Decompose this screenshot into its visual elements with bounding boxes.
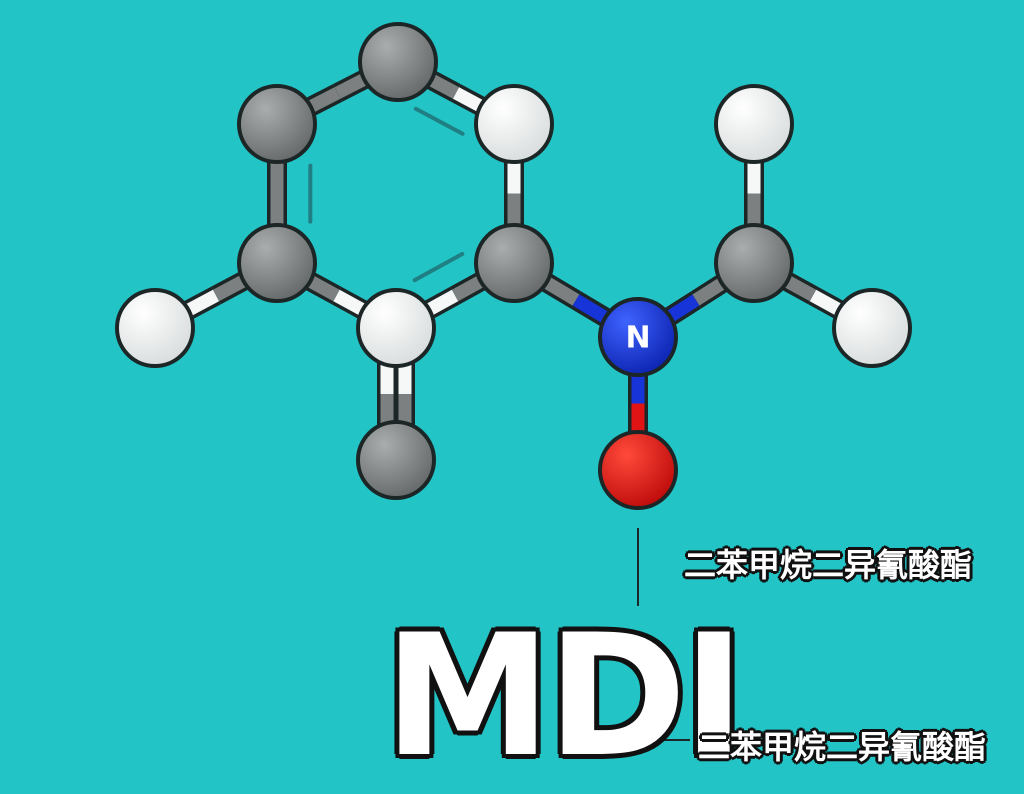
carbon-atom: [237, 84, 317, 164]
atom-sphere: [474, 84, 554, 164]
carbon-atom: [237, 223, 317, 303]
nitrogen-atom: N: [598, 297, 678, 377]
carbon-atom: [714, 223, 794, 303]
carbon-atom: [356, 420, 436, 500]
molecule-diagram: N: [115, 22, 912, 741]
atom-sphere: [356, 288, 436, 368]
ring-inner-line: [412, 251, 465, 283]
hydrogen-atom: [356, 288, 436, 368]
carbon-atom: [358, 22, 438, 102]
title-abbreviation: MDI: [384, 598, 745, 794]
caption-chemical-name-bottom: 二苯甲烷二异氰酸酯: [698, 728, 987, 766]
atom-sphere: [237, 84, 317, 164]
hydrogen-atom: [115, 288, 195, 368]
atom-sphere: [598, 430, 678, 510]
atom-sphere: [356, 420, 436, 500]
atom-sphere: [714, 223, 794, 303]
oxygen-atom: [598, 430, 678, 510]
hydrogen-atom: [832, 288, 912, 368]
atom-sphere: [714, 84, 794, 164]
caption-chemical-name-top: 二苯甲烷二异氰酸酯: [684, 546, 973, 584]
atom-sphere: [358, 22, 438, 102]
ring-inner-line: [413, 106, 465, 136]
carbon-atom: [474, 223, 554, 303]
atom-sphere: [832, 288, 912, 368]
atom-sphere: [237, 223, 317, 303]
atom-sphere: [474, 223, 554, 303]
hydrogen-atom: [714, 84, 794, 164]
aromatic-ring-inner-lines: [308, 106, 465, 283]
atom-sphere: [598, 297, 678, 377]
atom-sphere: [115, 288, 195, 368]
hydrogen-atom: [474, 84, 554, 164]
atom-label: N: [625, 321, 650, 356]
atoms-layer: N: [115, 22, 912, 510]
